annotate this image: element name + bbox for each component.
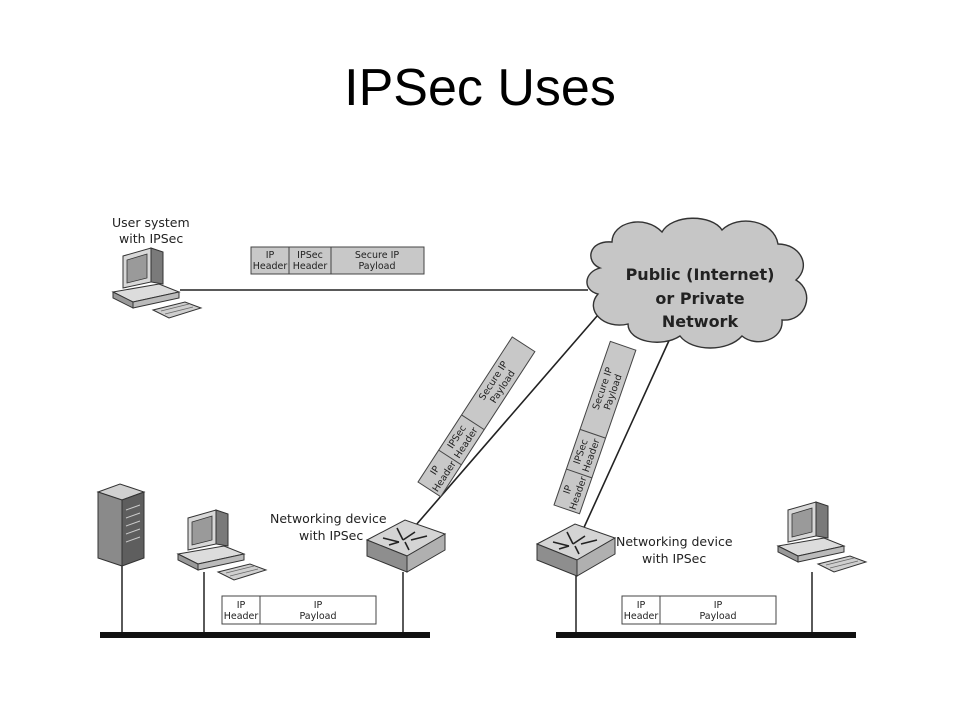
cloud-label-line3: Network (662, 312, 739, 331)
plain-packet-right: IP Header IP Payload (621, 595, 777, 625)
server-icon (96, 483, 146, 567)
packet-ip-payload: Payload (299, 611, 336, 622)
right-router-icon (536, 523, 616, 577)
packet-ip-payload: Payload (699, 611, 736, 622)
slide-title: IPSec Uses (344, 59, 616, 117)
cloud-label-line2: or Private (655, 289, 744, 308)
left-workstation-icon (177, 509, 267, 581)
secure-packet-top: IP Header IPSec Header Secure IP Payload (250, 246, 425, 275)
packet-ipsec-header: IPSec (297, 250, 323, 261)
left-device-link-line (402, 307, 605, 541)
plain-packet-left: IP Header IP Payload (221, 595, 377, 625)
packet-secure-payload: Payload (358, 261, 395, 272)
packet-ip-payload: IP (714, 600, 723, 611)
right-workstation-icon (777, 501, 867, 573)
user-system-label-line2: with IPSec (119, 231, 183, 246)
right-lan-bus (556, 632, 856, 638)
packet-ip-header: Header (624, 611, 659, 622)
right-device-label-line1: Networking device (616, 534, 733, 549)
user-system-label-line1: User system (112, 215, 190, 230)
cloud-label-line1: Public (Internet) (626, 265, 775, 284)
packet-ip-header: IP (562, 484, 575, 496)
packet-ip-header: IP (637, 600, 646, 611)
right-device-link-line (575, 333, 673, 546)
user-workstation-icon (112, 247, 202, 319)
network-cloud: Public (Internet) or Private Network (586, 217, 808, 349)
packet-ip-payload: IP (314, 600, 323, 611)
left-lan-bus (100, 632, 430, 638)
right-device-label-line2: with IPSec (642, 551, 706, 566)
left-device-label-line1: Networking device (270, 511, 387, 526)
secure-packet-right: IP Header IPSec Header Secure IP Payload (553, 340, 637, 515)
packet-ip-header: Header (224, 611, 259, 622)
left-device-label-line2: with IPSec (299, 528, 363, 543)
packet-ip-header: IP (237, 600, 246, 611)
secure-packet-left: IP Header IPSec Header Secure IP Payload (417, 336, 536, 498)
packet-ip-header: IP (266, 250, 275, 261)
left-router-icon (366, 519, 446, 573)
packet-ipsec-header: Header (293, 261, 328, 272)
packet-secure-payload: Secure IP (355, 250, 399, 261)
packet-ip-header: Header (253, 261, 288, 272)
